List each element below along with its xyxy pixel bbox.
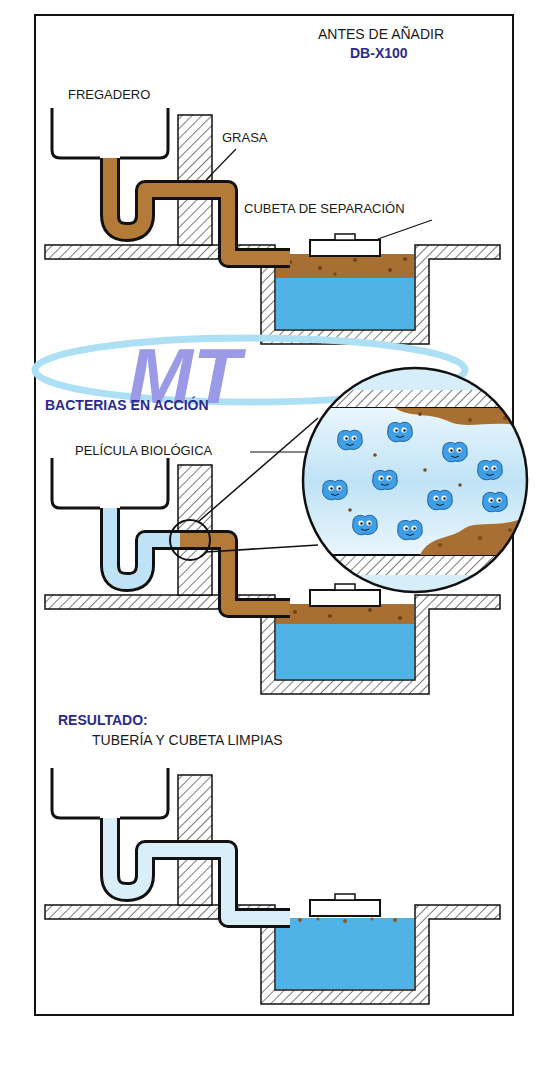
section-heading: RESULTADO: bbox=[58, 712, 148, 728]
section-heading: BACTERIAS EN ACCIÓN bbox=[45, 397, 209, 413]
result-text: TUBERÍA Y CUBETA LIMPIAS bbox=[92, 732, 283, 748]
part-label: PELÍCULA BIOLÓGICA bbox=[75, 444, 212, 459]
panel-result bbox=[45, 768, 500, 1004]
part-label: CUBETA DE SEPARACIÓN bbox=[244, 202, 405, 217]
magnifier-line bbox=[198, 418, 318, 522]
panel-before bbox=[45, 108, 500, 344]
part-label: GRASA bbox=[222, 131, 268, 146]
part-label: FREGADERO bbox=[68, 88, 150, 103]
magnifier-line bbox=[206, 545, 318, 552]
magnifier-circle bbox=[303, 368, 527, 592]
product-code: DB-X100 bbox=[350, 45, 408, 61]
heading-text: ANTES DE AÑADIR bbox=[318, 26, 444, 42]
magnified-pipe bbox=[300, 365, 530, 595]
